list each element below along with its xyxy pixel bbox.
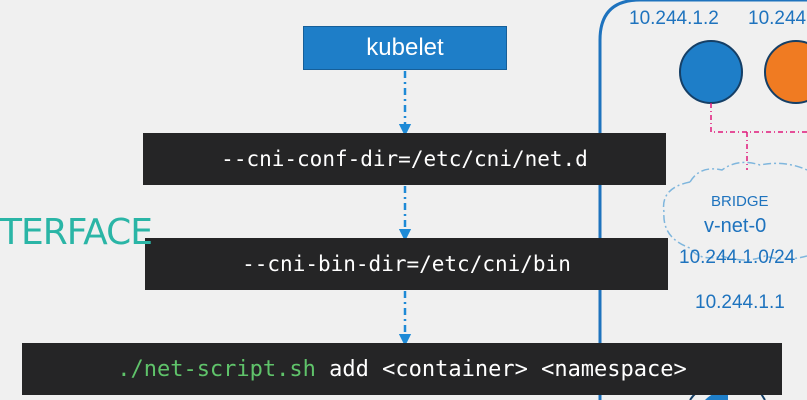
cni-conf-dir-command: --cni-conf-dir=/etc/cni/net.d	[143, 133, 666, 185]
pod-link-lines	[710, 103, 807, 170]
bridge-ip-label: 10.244.1.1	[695, 292, 785, 313]
pod1-ip-label: 10.244.1.2	[629, 8, 719, 29]
cni-bin-dir-text: --cni-bin-dir=/etc/cni/bin	[242, 252, 571, 276]
net-script-args: add <container> <namespace>	[315, 356, 687, 382]
net-script-command: ./net-script.sh add <container> <namespa…	[22, 343, 782, 395]
kubelet-label: kubelet	[366, 34, 444, 61]
pod-blue	[679, 40, 743, 104]
bridge-name-label: v-net-0	[704, 215, 767, 237]
bridge-subnet-label: 10.244.1.0/24	[679, 247, 796, 268]
interface-heading-fragment: TERFACE	[0, 212, 153, 253]
bridge-cloud	[662, 161, 807, 261]
pod2-ip-label: 10.244	[748, 8, 807, 29]
bridge-type-label: BRIDGE	[711, 193, 769, 210]
node-container-border	[598, 0, 807, 400]
net-script-name: ./net-script.sh	[117, 356, 316, 382]
cni-bin-dir-command: --cni-bin-dir=/etc/cni/bin	[145, 238, 668, 290]
cni-conf-dir-text: --cni-conf-dir=/etc/cni/net.d	[221, 147, 588, 171]
kubelet-box: kubelet	[303, 26, 507, 70]
pod-orange	[764, 40, 807, 104]
